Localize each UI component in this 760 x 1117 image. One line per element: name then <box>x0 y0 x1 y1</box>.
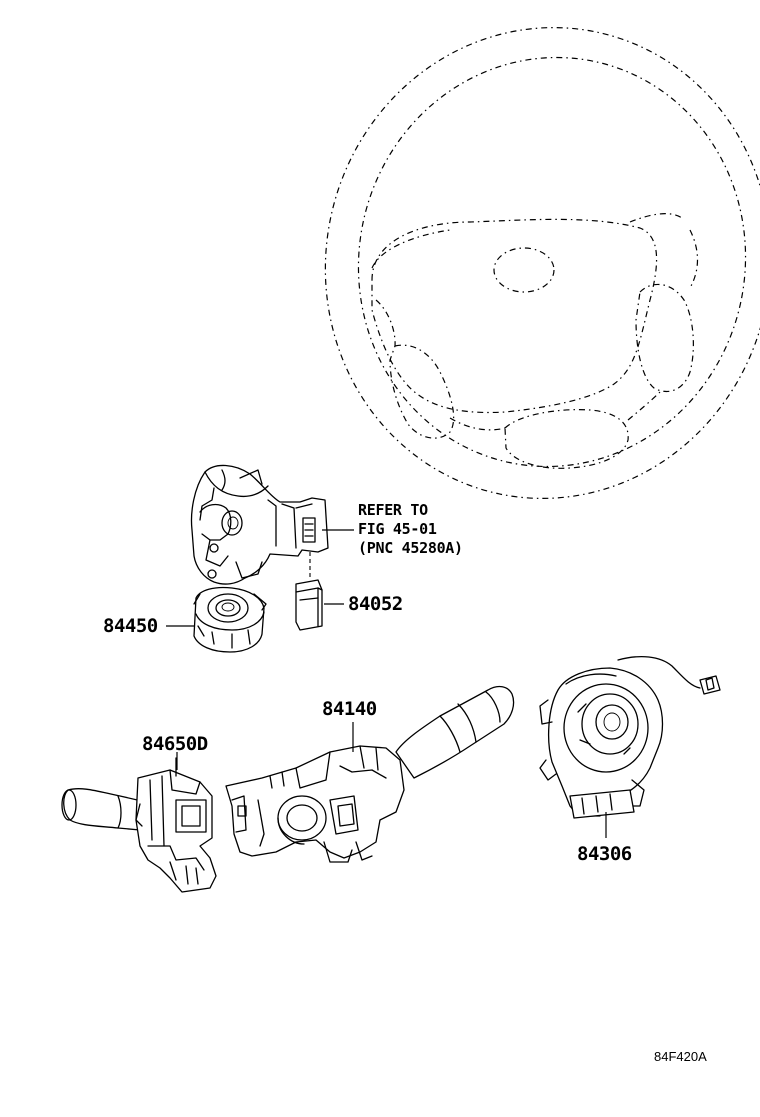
key-cylinder-icon <box>295 552 323 631</box>
figure-code: 84F420A <box>654 1049 707 1064</box>
wiper-switch-icon <box>225 685 515 863</box>
reference-line-3: (PNC 45280A) <box>358 539 463 557</box>
steering-wheel-icon <box>324 26 760 500</box>
turn-signal-switch-icon <box>61 757 217 893</box>
part-label-84052: 84052 <box>348 593 403 615</box>
part-label-84650d: 84650D <box>142 733 208 755</box>
part-label-84450: 84450 <box>103 615 158 637</box>
part-label-84306: 84306 <box>577 843 632 865</box>
part-label-84140: 84140 <box>322 698 377 720</box>
ignition-switch-icon <box>193 586 267 653</box>
steering-column-housing-icon <box>190 464 329 585</box>
reference-line-1: REFER TO <box>358 501 428 519</box>
reference-line-2: FIG 45-01 <box>358 520 437 538</box>
spiral-cable-icon <box>539 655 721 819</box>
